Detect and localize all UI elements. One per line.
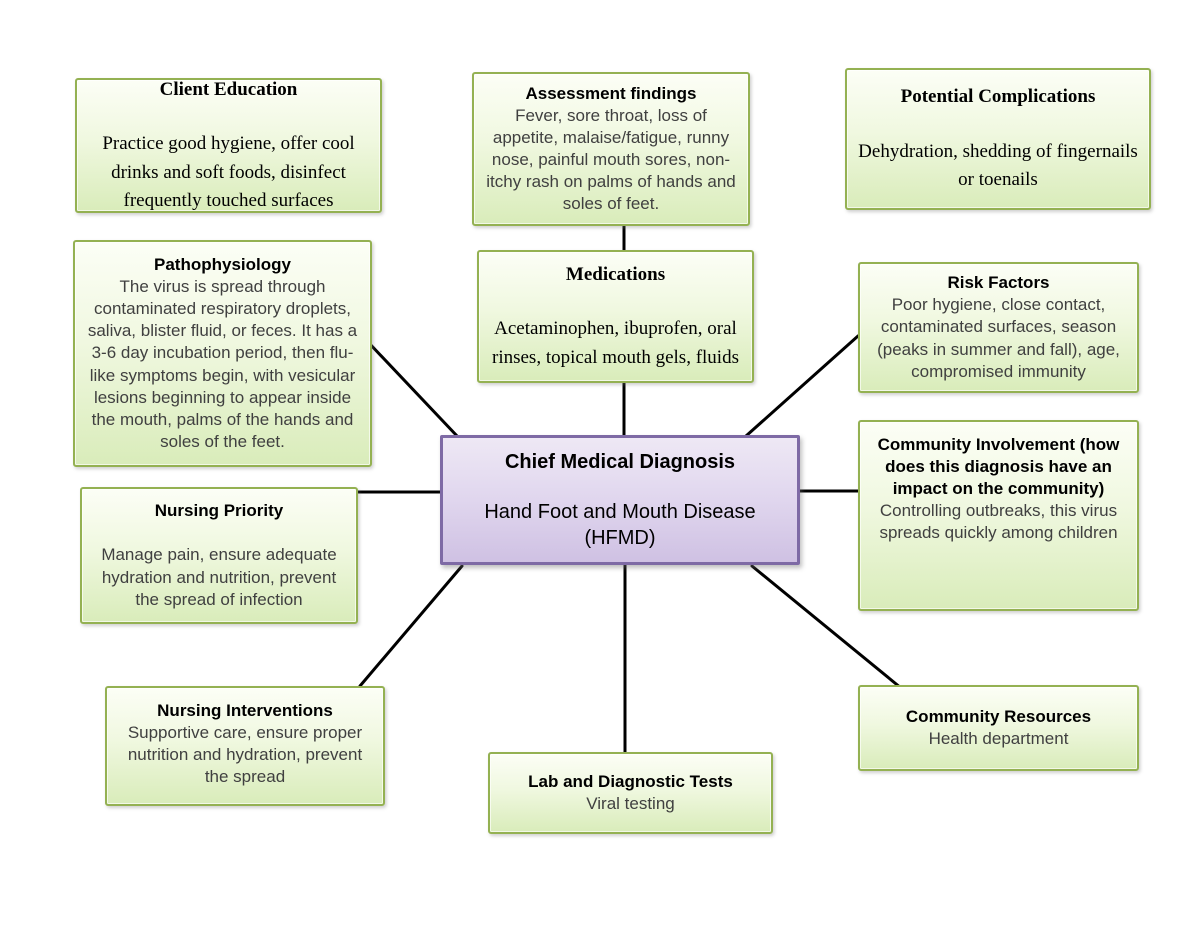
node-pathophysiology: Pathophysiology The virus is spread thro… bbox=[73, 240, 372, 467]
node-title: Lab and Diagnostic Tests bbox=[528, 771, 733, 791]
node-title: Potential Complications bbox=[900, 86, 1096, 108]
connector-center-communityresources bbox=[750, 564, 903, 690]
node-risk-factors: Risk Factors Poor hygiene, close contact… bbox=[858, 262, 1139, 393]
node-body: Controlling outbreaks, this virus spread… bbox=[879, 501, 1118, 543]
connector-riskfactors-center bbox=[744, 334, 860, 438]
node-body: Practice good hygiene, offer cool drinks… bbox=[102, 133, 355, 211]
node-nursing-priority: Nursing Priority Manage pain, ensure ade… bbox=[80, 487, 358, 624]
node-title: Nursing Interventions bbox=[157, 701, 333, 720]
node-nursing-interventions: Nursing Interventions Supportive care, e… bbox=[105, 686, 385, 806]
node-body: Viral testing bbox=[586, 794, 675, 813]
node-body: Acetaminophen, ibuprofen, oral rinses, t… bbox=[492, 318, 739, 368]
node-title: Client Education bbox=[159, 78, 298, 100]
node-title: Community Involvement (how does this dia… bbox=[877, 435, 1120, 499]
node-body: Supportive care, ensure proper nutrition… bbox=[127, 723, 363, 787]
node-body: Poor hygiene, close contact, contaminate… bbox=[877, 295, 1120, 381]
center-subtitle: Hand Foot and Mouth Disease (HFMD) bbox=[484, 501, 756, 549]
connector-pathophysiology-center bbox=[366, 340, 460, 439]
node-client-education: Client Education Practice good hygiene, … bbox=[75, 78, 382, 213]
node-title: Medications bbox=[565, 263, 666, 285]
node-lab-and-diagnostic-tests: Lab and Diagnostic Tests Viral testing bbox=[488, 752, 773, 834]
node-body: Fever, sore throat, loss of appetite, ma… bbox=[486, 105, 736, 214]
node-title: Risk Factors bbox=[947, 273, 1050, 293]
node-title: Nursing Priority bbox=[154, 501, 284, 521]
node-title: Assessment findings bbox=[525, 83, 697, 103]
node-community-resources: Community Resources Health department bbox=[858, 685, 1139, 771]
node-medications: Medications Acetaminophen, ibuprofen, or… bbox=[477, 250, 754, 383]
node-chief-medical-diagnosis: Chief Medical Diagnosis Hand Foot and Mo… bbox=[440, 435, 800, 565]
node-body: Dehydration, shedding of fingernails or … bbox=[858, 140, 1138, 191]
node-title: Pathophysiology bbox=[154, 255, 291, 275]
node-body: Manage pain, ensure adequate hydration a… bbox=[101, 545, 337, 609]
node-potential-complications: Potential Complications Dehydration, she… bbox=[845, 68, 1151, 210]
node-community-involvement: Community Involvement (how does this dia… bbox=[858, 420, 1139, 611]
center-title: Chief Medical Diagnosis bbox=[504, 451, 736, 473]
node-title: Community Resources bbox=[905, 706, 1092, 726]
connector-center-nursinginterventions bbox=[358, 564, 464, 688]
node-body: The virus is spread through contaminated… bbox=[87, 277, 358, 451]
node-assessment-findings: Assessment findings Fever, sore throat, … bbox=[472, 72, 750, 226]
node-body: Health department bbox=[928, 729, 1069, 748]
